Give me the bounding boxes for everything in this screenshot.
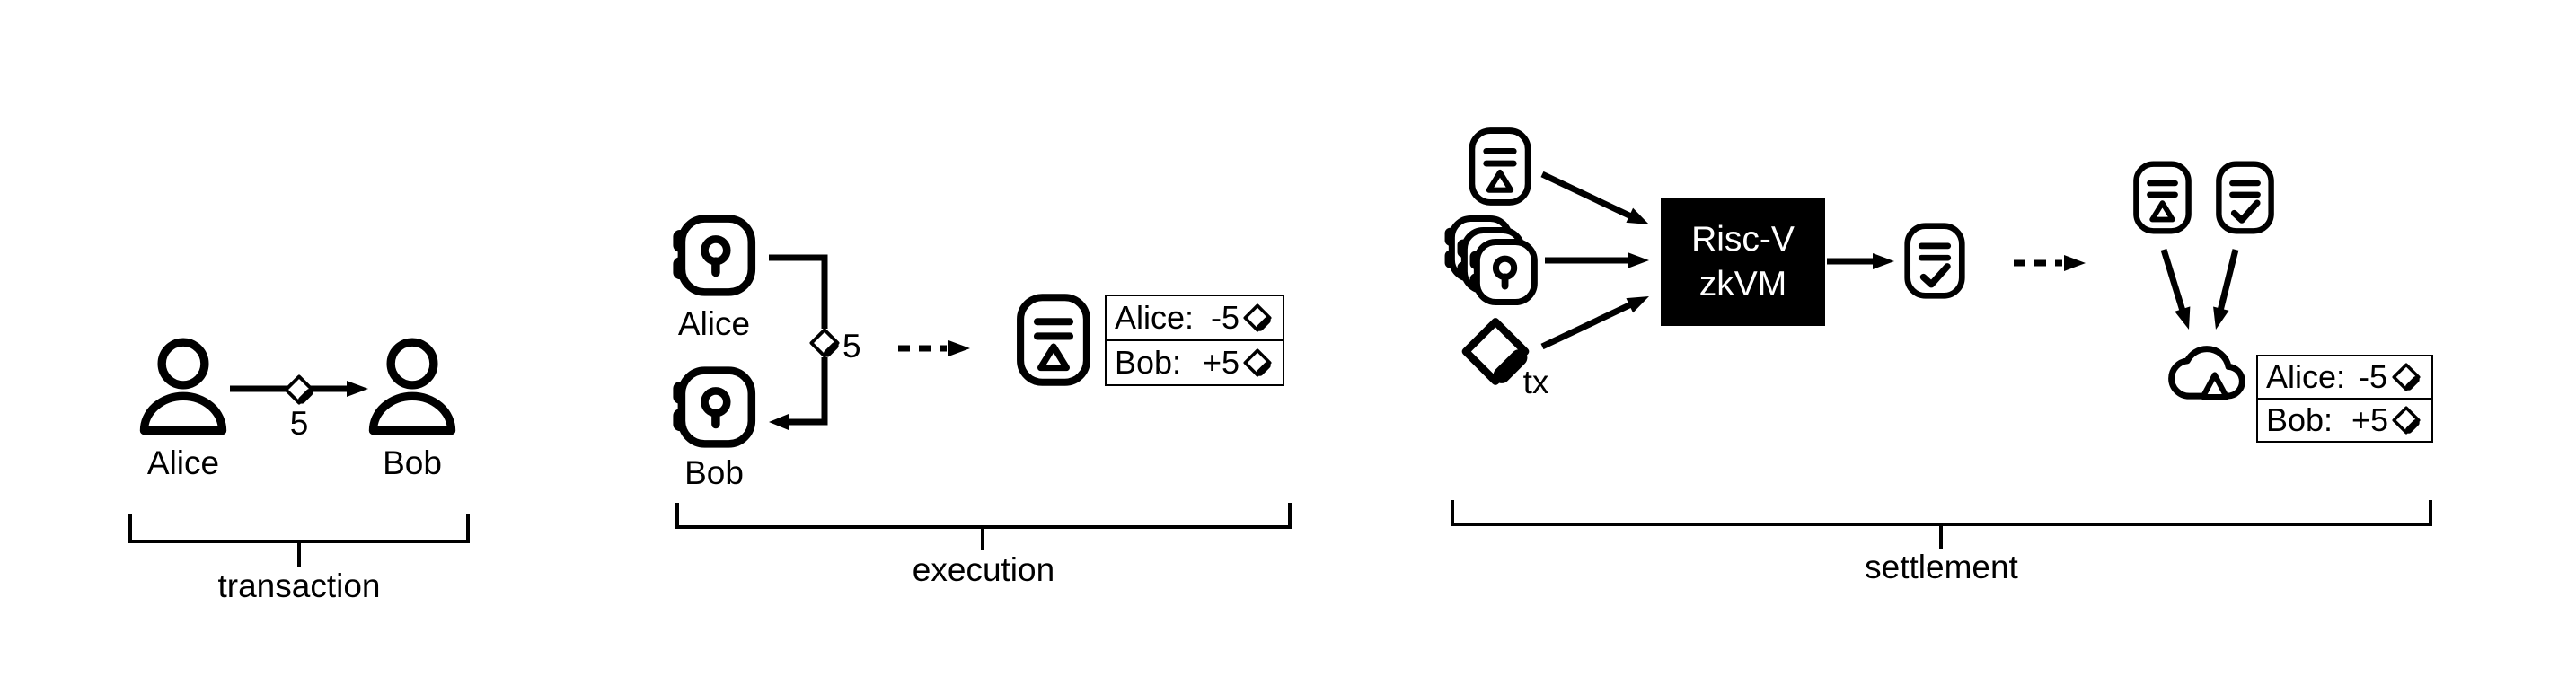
transaction-bracket-label: transaction (217, 567, 381, 604)
settlement-bracket-label: settlement (1865, 549, 2018, 585)
diamond-to-bob-arrow (769, 357, 828, 430)
tx-label: tx (1522, 364, 1549, 400)
transaction-bracket (128, 514, 470, 543)
settlement-dashed-arrow (2014, 255, 2086, 271)
account-name: Bob: (2266, 400, 2333, 438)
alice-to-diamond-connector (769, 254, 828, 329)
execution-bracket (675, 503, 1292, 529)
table-row: Bob: +5 (2256, 397, 2433, 443)
proof-receipt-doc-icon (1901, 223, 1968, 299)
state-delta-doc-icon (2130, 160, 2194, 235)
proof-receipt-doc-icon (2213, 160, 2277, 235)
table-row: Alice: -5 (1105, 295, 1284, 341)
table-row: Alice: -5 (2256, 355, 2433, 400)
coin-diamond-icon (1240, 348, 1275, 377)
bob-label: Bob (383, 444, 442, 481)
settlement-bracket-stem (1939, 526, 1943, 549)
delta-doc-input-arrow (1540, 171, 1649, 224)
zkvm-label-line1: Risc-V (1691, 220, 1795, 259)
zkvm-box: Risc-V zkVM (1661, 198, 1825, 326)
bob-account-label: Bob (684, 454, 744, 491)
execution-dashed-arrow (898, 340, 970, 356)
chain-cloud-icon (2167, 334, 2246, 403)
coin-diamond-icon (2389, 406, 2423, 435)
account-name: Alice: (2266, 358, 2346, 395)
transaction-bracket-stem (297, 543, 301, 567)
table-row: Bob: +5 (1105, 338, 1284, 386)
transfer-amount: 5 (842, 328, 861, 365)
account-name: Bob: (1115, 343, 1182, 381)
coin-diamond-icon (2389, 363, 2423, 391)
account-delta: -5 (2358, 358, 2387, 395)
account-delta: +5 (1202, 343, 1239, 381)
bob-account-vault-icon (671, 365, 757, 450)
state-delta-doc-icon (1013, 293, 1094, 387)
bob-person-icon (366, 338, 459, 440)
execution-bracket-stem (981, 529, 984, 550)
alice-account-vault-icon (671, 213, 757, 298)
alice-person-icon (137, 338, 230, 440)
account-delta: +5 (2351, 400, 2389, 438)
onchain-state-table: Alice: -5 Bob: +5 (2256, 355, 2433, 443)
account-delta: -5 (1210, 299, 1239, 336)
account-vault-stack-front-icon (1467, 237, 1540, 307)
state-delta-table: Alice: -5 Bob: +5 (1105, 295, 1284, 386)
tx-input-arrow (1540, 296, 1649, 350)
delta-to-chain-arrow (2160, 248, 2191, 330)
coin-diamond-icon (1240, 303, 1275, 332)
alice-label: Alice (146, 444, 220, 481)
transfer-amount: 5 (289, 405, 309, 442)
account-name: Alice: (1115, 299, 1195, 336)
coin-diamond-icon (281, 374, 317, 405)
settlement-bracket (1451, 500, 2432, 526)
state-delta-doc-icon (1466, 127, 1534, 207)
zkvm-label-line2: zkVM (1698, 265, 1787, 303)
proof-to-chain-arrow (2213, 249, 2239, 330)
alice-account-label: Alice (677, 305, 751, 342)
accounts-input-arrow (1545, 252, 1649, 268)
execution-bracket-label: execution (912, 551, 1055, 588)
zkvm-output-arrow (1827, 253, 1894, 269)
